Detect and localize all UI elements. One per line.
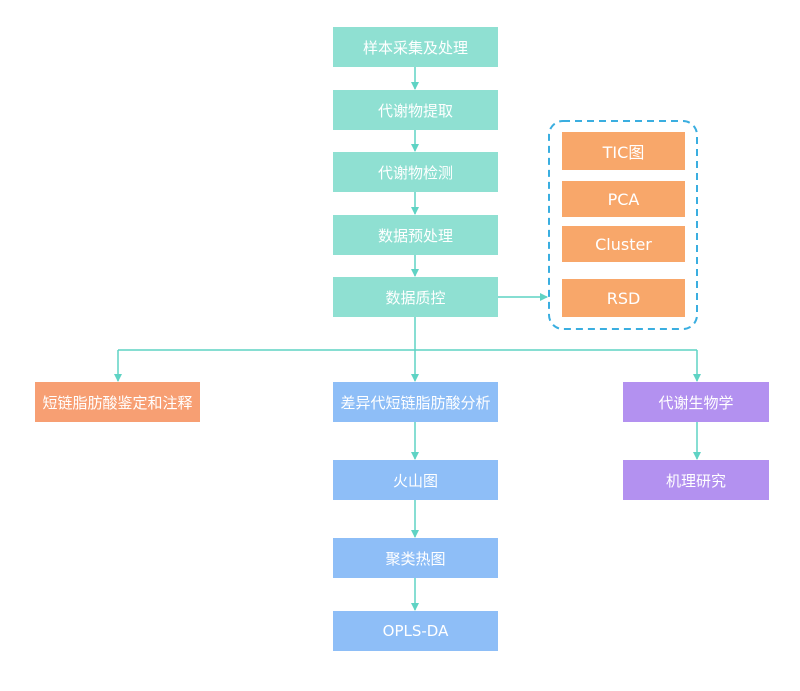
- qc-item-cluster: Cluster: [562, 226, 685, 262]
- branch-label: 差异代短链脂肪酸分析: [340, 393, 491, 412]
- step-mechanism-research: 机理研究: [623, 460, 769, 500]
- branch-label: 短链脂肪酸鉴定和注释: [42, 393, 193, 412]
- qc-item-tic: TIC图: [562, 132, 685, 170]
- step-label: OPLS-DA: [382, 622, 449, 640]
- branch-label: 代谢生物学: [658, 393, 734, 412]
- qc-label: TIC图: [602, 143, 645, 162]
- step-metabolite-detection: 代谢物检测: [333, 152, 498, 192]
- step-label: 数据预处理: [377, 226, 453, 245]
- step-opls-da: OPLS-DA: [333, 611, 498, 651]
- step-label: 机理研究: [665, 471, 726, 490]
- branch-metabolic-biology: 代谢生物学: [623, 382, 769, 422]
- step-sample-collection: 样本采集及处理: [333, 27, 498, 67]
- branch-differential-analysis: 差异代短链脂肪酸分析: [333, 382, 498, 422]
- step-metabolite-extraction: 代谢物提取: [333, 90, 498, 130]
- step-label: 数据质控: [385, 288, 446, 307]
- step-label: 样本采集及处理: [362, 38, 468, 57]
- step-label: 代谢物检测: [377, 163, 453, 182]
- qc-label: PCA: [607, 189, 640, 209]
- step-label: 聚类热图: [385, 549, 446, 568]
- step-volcano-plot: 火山图: [333, 460, 498, 500]
- step-label: 代谢物提取: [377, 101, 453, 120]
- branch-scfa-identification: 短链脂肪酸鉴定和注释: [35, 382, 200, 422]
- qc-label: Cluster: [595, 234, 652, 254]
- step-data-qc: 数据质控: [333, 277, 498, 317]
- qc-item-pca: PCA: [562, 181, 685, 217]
- qc-group-border: [548, 120, 698, 330]
- qc-item-rsd: RSD: [562, 279, 685, 317]
- step-cluster-heatmap: 聚类热图: [333, 538, 498, 578]
- step-data-preprocessing: 数据预处理: [333, 215, 498, 255]
- step-label: 火山图: [392, 471, 438, 490]
- qc-label: RSD: [606, 288, 641, 308]
